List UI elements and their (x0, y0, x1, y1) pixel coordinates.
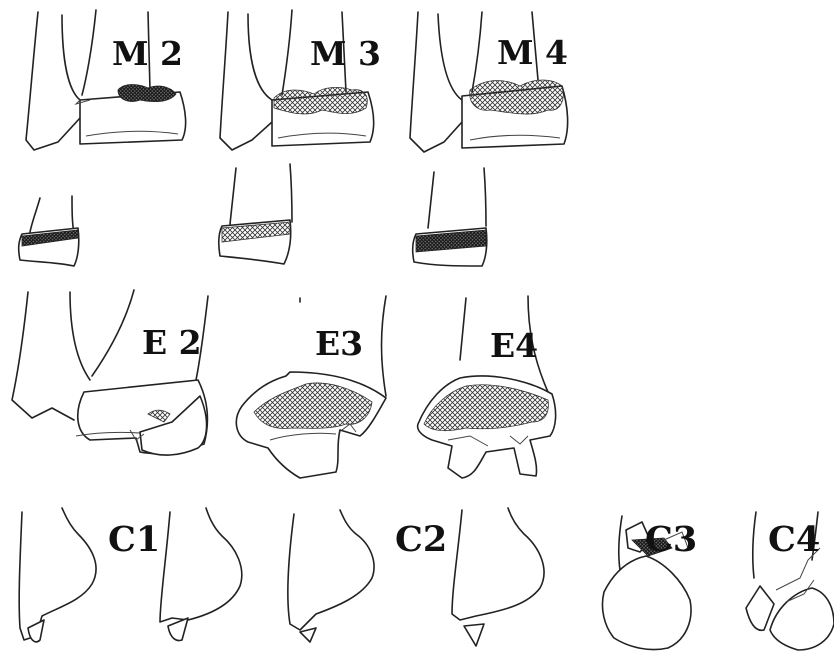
figure-e3 (236, 296, 386, 478)
figure-m2-lateral (26, 10, 186, 150)
figure-e4 (418, 296, 556, 478)
label-e3: E3 (315, 327, 363, 360)
label-c4: C4 (768, 522, 820, 557)
figure-m3-frontal (219, 164, 292, 264)
figure-c2-b (452, 508, 544, 646)
label-c3: C3 (645, 522, 697, 557)
figure-c1-b (160, 508, 242, 640)
figure-m4-frontal (413, 168, 487, 266)
figure-m2-frontal (19, 196, 79, 266)
figure-c2-a (288, 510, 374, 642)
label-e2: E 2 (142, 326, 202, 359)
label-e4: E4 (490, 329, 538, 362)
figure-m3-lateral (220, 10, 374, 150)
label-m2: M 2 (112, 37, 183, 70)
label-m4: M 4 (497, 36, 568, 69)
label-c2: C2 (395, 522, 447, 557)
label-m3: M 3 (310, 37, 381, 70)
label-c1: C1 (108, 522, 160, 557)
figure-c1-a (19, 508, 96, 642)
figure-e2 (12, 290, 208, 455)
